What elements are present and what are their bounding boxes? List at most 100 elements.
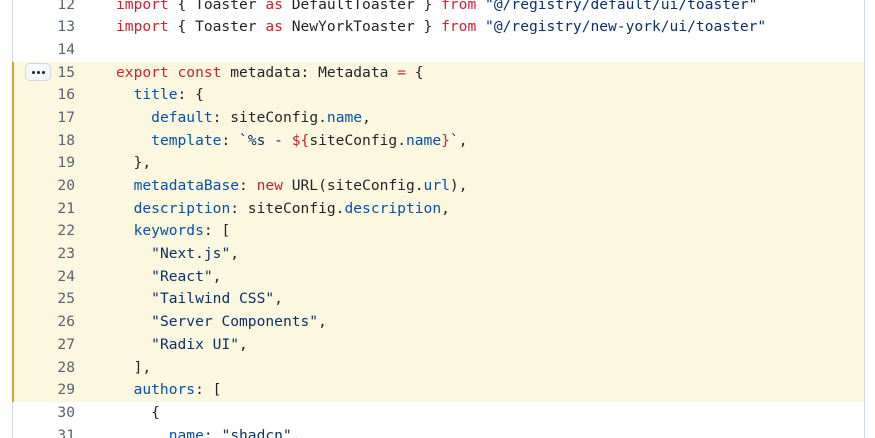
code-token <box>116 200 134 217</box>
code-token: DefaultToaster } <box>282 0 442 13</box>
code-token: { <box>116 403 160 421</box>
code-token: as <box>265 0 283 13</box>
line-code: metadataBase: new URL(siteConfig.url), <box>116 175 468 198</box>
code-token: : <box>239 177 257 194</box>
code-token: from <box>441 18 477 36</box>
code-token: : <box>221 131 240 149</box>
code-line[interactable]: 14 <box>0 39 875 62</box>
line-number[interactable]: 22 <box>57 222 75 240</box>
code-line[interactable]: 26 "Server Components", <box>0 311 875 334</box>
code-line[interactable]: 24 "React", <box>0 265 875 289</box>
line-code: name: "shadcn", <box>116 425 301 438</box>
code-line[interactable]: 30 { <box>0 402 875 425</box>
line-number[interactable]: 18 <box>57 131 75 149</box>
line-code: ], <box>116 357 152 380</box>
line-number[interactable]: 19 <box>57 154 75 172</box>
code-token: metadataBase <box>133 177 240 194</box>
code-token: : <box>203 426 222 438</box>
code-token: , <box>458 131 468 149</box>
code-token: authors <box>133 381 196 399</box>
code-token: : { <box>177 86 204 104</box>
code-line[interactable]: 12 import { Toaster as DefaultToaster } f… <box>0 0 875 16</box>
code-token: NewYorkToaster } <box>282 18 442 36</box>
line-number[interactable]: 16 <box>57 86 75 104</box>
code-token <box>169 64 178 81</box>
line-number[interactable]: 20 <box>57 177 75 194</box>
code-token: name <box>168 426 204 438</box>
code-token <box>116 245 151 262</box>
code-token: } <box>441 131 450 149</box>
kebab-dot <box>36 70 40 74</box>
code-token: "@/registry/new-york/ui/toaster" <box>476 18 767 36</box>
line-number[interactable]: 28 <box>57 358 75 376</box>
code-token: description <box>133 199 231 217</box>
code-token: = <box>397 63 406 81</box>
line-number[interactable]: 13 <box>57 18 75 36</box>
line-code: "Tailwind CSS", <box>116 288 283 311</box>
kebab-horizontal-icon[interactable] <box>25 63 51 82</box>
line-number[interactable]: 26 <box>57 313 75 331</box>
line-number[interactable]: 23 <box>57 245 75 263</box>
code-token: template <box>151 131 222 149</box>
code-token <box>116 313 151 330</box>
code-line[interactable]: 18 template: `%s - ${siteConfig.name}`, <box>0 129 875 153</box>
line-number[interactable]: 12 <box>57 0 75 13</box>
line-number[interactable]: 25 <box>57 290 75 308</box>
code-line[interactable]: 25 "Tailwind CSS", <box>0 288 875 311</box>
code-token: name <box>326 108 363 126</box>
code-line[interactable]: 29 authors: [ <box>0 379 875 402</box>
line-code: authors: [ <box>116 379 222 402</box>
line-code: export const metadata: Metadata = { <box>116 62 424 85</box>
line-number[interactable]: 17 <box>57 108 75 126</box>
code-line[interactable]: 15 export const metadata: Metadata = { <box>0 61 875 85</box>
code-line[interactable]: 21 description: siteConfig.description, <box>0 197 875 221</box>
line-code: "Radix UI", <box>116 334 248 357</box>
code-line[interactable]: 31 name: "shadcn", <box>0 425 875 438</box>
code-token: from <box>441 0 477 13</box>
code-line[interactable]: 16 title: { <box>0 84 875 107</box>
line-number[interactable]: 15 <box>57 63 75 81</box>
code-token: }, <box>116 154 152 172</box>
line-code: template: `%s - ${siteConfig.name}`, <box>116 130 468 153</box>
code-token: `%s - <box>239 131 292 149</box>
code-token: const <box>177 63 222 81</box>
code-token: "React" <box>151 267 213 285</box>
code-line[interactable]: 27 "Radix UI", <box>0 333 875 357</box>
code-token <box>116 290 151 307</box>
code-token: ], <box>116 358 152 376</box>
code-line[interactable]: 19 }, <box>0 152 875 175</box>
code-token: : [ <box>195 381 222 399</box>
code-line[interactable]: 28 ], <box>0 356 875 380</box>
code-line[interactable]: 23 "Next.js", <box>0 243 875 266</box>
line-number[interactable]: 27 <box>57 335 75 353</box>
code-line[interactable]: 22 keywords: [ <box>0 220 875 243</box>
code-token <box>116 132 151 149</box>
code-token: : siteConfig. <box>230 199 345 217</box>
code-line[interactable]: 20 metadataBase: new URL(siteConfig.url)… <box>0 175 875 198</box>
line-number[interactable]: 30 <box>57 403 75 421</box>
code-token: description <box>344 199 442 217</box>
code-token: "shadcn" <box>221 426 292 438</box>
code-token: , <box>318 313 327 331</box>
line-code: { <box>116 402 160 425</box>
code-token: { <box>405 63 424 81</box>
code-line[interactable]: 17 default: siteConfig.name, <box>0 106 875 130</box>
line-number[interactable]: 31 <box>57 426 75 438</box>
code-token: { Toaster <box>168 18 266 36</box>
line-code: "Next.js", <box>116 243 239 266</box>
kebab-dot <box>41 70 45 74</box>
code-token <box>116 268 151 285</box>
line-number[interactable]: 29 <box>57 381 75 399</box>
line-code: import { Toaster as DefaultToaster } fro… <box>116 0 757 16</box>
code-token: import <box>116 18 169 36</box>
line-code: keywords: [ <box>116 220 231 243</box>
code-token: title <box>133 86 178 104</box>
line-number[interactable]: 21 <box>57 199 75 217</box>
line-number[interactable]: 14 <box>57 40 75 58</box>
code-token: default <box>151 108 213 126</box>
line-code: description: siteConfig.description, <box>116 198 450 221</box>
line-number[interactable]: 24 <box>57 267 75 285</box>
